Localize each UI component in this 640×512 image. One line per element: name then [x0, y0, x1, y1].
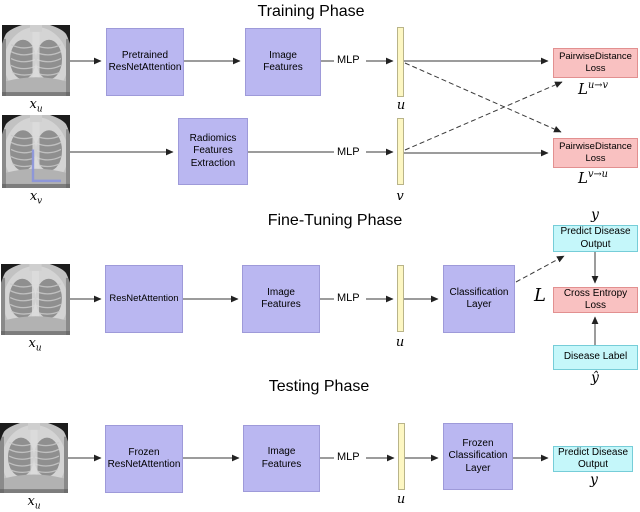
xray-roi-annotation: [31, 149, 61, 183]
label-x-v-training: xv: [29, 189, 43, 207]
mlp-label-training-image: MLP: [337, 54, 360, 66]
label-v-training: v: [396, 189, 404, 204]
dashed-arrow-u-to-loss-vu: [404, 62, 562, 133]
mlp-label-testing: MLP: [337, 451, 360, 463]
label-loss-L: L: [534, 285, 546, 306]
radiomics-features-extraction-box: Radiomics Features Extraction: [178, 118, 248, 185]
chest-xray-drawing: [1, 264, 70, 335]
label-y-testing: y: [590, 472, 598, 488]
label-u-testing: u: [396, 492, 406, 507]
chest-xray-image-xv-training: [2, 115, 70, 188]
label-y-hat: ŷ: [591, 370, 599, 386]
finetuning-phase-title: Fine-Tuning Phase: [267, 212, 403, 229]
training-phase-title: Training Phase: [257, 3, 365, 20]
dashed-arrow-v-to-loss-uv: [404, 81, 563, 151]
pairwise-distance-loss-uv-box: PairwiseDistance Loss: [553, 48, 638, 78]
chest-xray-image-xu-training: [2, 25, 70, 96]
embedding-bar-u-training: [397, 27, 404, 97]
testing-phase-title: Testing Phase: [268, 378, 370, 395]
label-u-training: u: [396, 98, 406, 113]
predict-disease-output-box-finetuning: Predict Disease Output: [553, 225, 638, 252]
image-features-box-training: Image Features: [245, 28, 321, 96]
label-loss-v-to-u: Lv→u: [578, 169, 608, 187]
label-x-u-testing: xu: [27, 494, 41, 512]
label-x-u-finetuning: xu: [28, 336, 42, 354]
chest-xray-image-xu-testing: [0, 423, 68, 493]
label-y-finetuning: y: [591, 207, 599, 223]
dashed-arrow-classification-to-predict: [515, 255, 565, 283]
label-loss-u-to-v: Lu→v: [578, 80, 608, 98]
frozen-resnetattention-box: Frozen ResNetAttention: [105, 425, 183, 493]
embedding-bar-v-training: [397, 118, 404, 185]
mlp-label-finetuning: MLP: [337, 292, 360, 304]
pairwise-distance-loss-vu-box: PairwiseDistance Loss: [553, 138, 638, 168]
embedding-bar-u-testing: [398, 423, 405, 490]
chest-xray-image-xu-finetuning: [1, 264, 70, 335]
image-features-box-testing: Image Features: [243, 425, 320, 492]
chest-xray-drawing: [2, 115, 70, 188]
resnetattention-box-finetuning: ResNetAttention: [105, 265, 183, 333]
label-u-finetuning: u: [395, 335, 405, 350]
cross-entropy-loss-box: Cross Entropy Loss: [553, 287, 638, 313]
embedding-bar-u-finetuning: [397, 265, 404, 332]
label-x-u-training: xu: [29, 97, 43, 115]
pretrained-resnetattention-box: Pretrained ResNetAttention: [106, 28, 184, 96]
disease-label-box: Disease Label: [553, 345, 638, 370]
frozen-classification-layer-box: Frozen Classification Layer: [443, 423, 513, 490]
predict-disease-output-box-testing: Predict Disease Output: [553, 446, 633, 472]
classification-layer-box: Classification Layer: [443, 265, 515, 333]
mlp-label-training-radiomics: MLP: [337, 146, 360, 158]
chest-xray-drawing: [2, 25, 70, 96]
chest-xray-drawing: [0, 423, 68, 493]
image-features-box-finetuning: Image Features: [242, 265, 320, 333]
